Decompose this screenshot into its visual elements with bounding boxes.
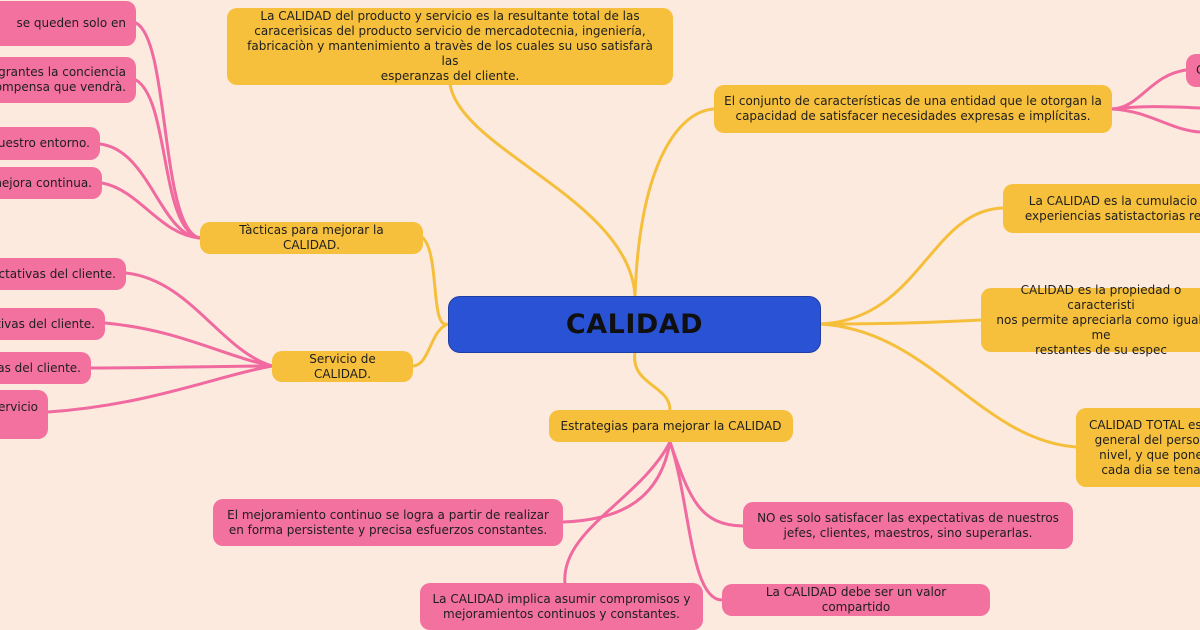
service-item-4[interactable]: ervicio (0, 390, 48, 439)
characteristics-node[interactable]: El conjunto de características de una en… (714, 85, 1112, 133)
tactics-item-3[interactable]: uestro entorno. (0, 127, 100, 160)
tactics-item-2[interactable]: grantes la conciencia ompensa que vendrà… (0, 57, 136, 103)
tactics-item-1[interactable]: se queden solo en (0, 1, 136, 46)
tactics-item-4[interactable]: mejora continua. (0, 167, 102, 199)
property-node[interactable]: CALIDAD es la propiedad o caracteristi n… (981, 283, 1200, 357)
cumulative-node[interactable]: La CALIDAD es la cumulacio experiencias … (1003, 184, 1200, 233)
strategy-item-exceed[interactable]: NO es solo satisfacer las expectativas d… (743, 502, 1073, 549)
right-subtopic-node[interactable]: C (1186, 54, 1200, 87)
central-topic[interactable]: CALIDAD (448, 296, 821, 353)
strategy-item-shared-value[interactable]: La CALIDAD debe ser un valor compartido (722, 584, 990, 616)
service-item-3[interactable]: as del cliente. (0, 352, 91, 384)
strategy-item-commitments[interactable]: La CALIDAD implica asumir compromisos y … (420, 583, 703, 630)
service-item-2[interactable]: tivas del cliente. (0, 308, 105, 340)
service-node[interactable]: Servicio de CALIDAD. (272, 351, 413, 382)
strategy-item-continuous[interactable]: El mejoramiento continuo se logra a part… (213, 499, 563, 546)
service-item-1[interactable]: ectativas del cliente. (0, 258, 126, 290)
tactics-node[interactable]: Tàcticas para mejorar la CALIDAD. (200, 222, 423, 254)
strategies-node[interactable]: Estrategias para mejorar la CALIDAD (549, 410, 793, 442)
definition-top-node[interactable]: La CALIDAD del producto y servicio es la… (227, 8, 673, 85)
